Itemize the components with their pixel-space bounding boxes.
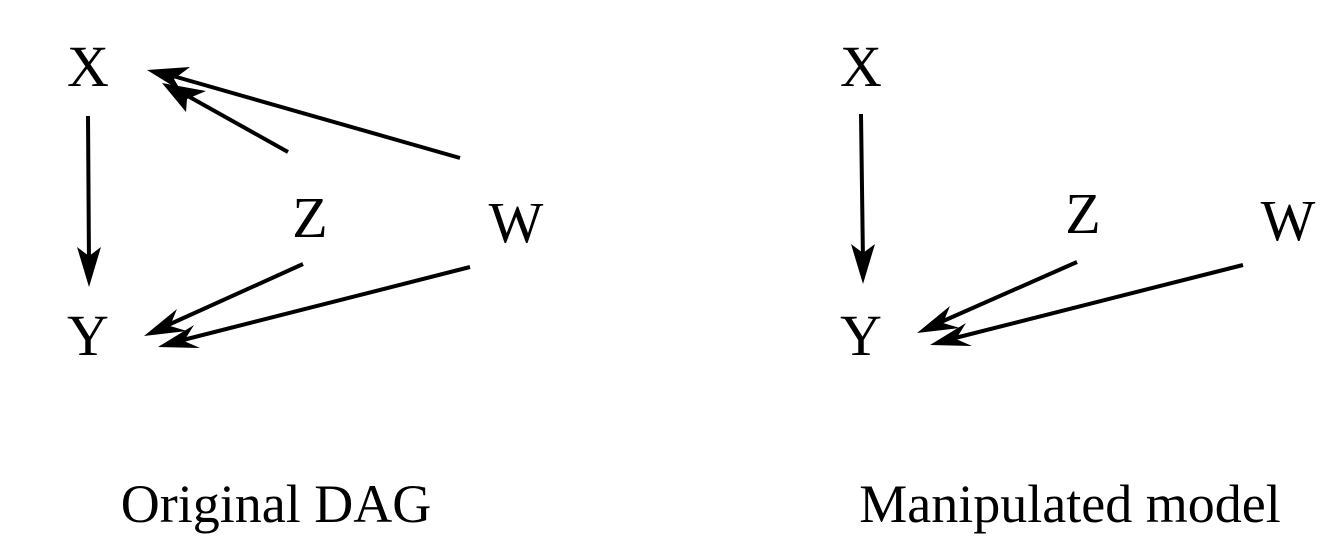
node-w: W: [1261, 188, 1316, 253]
node-y: Y: [840, 303, 882, 368]
node-z: Z: [1065, 181, 1100, 246]
edge-w-to-x: [147, 67, 461, 160]
edge-w-to-y: [158, 265, 471, 348]
node-x: X: [840, 34, 882, 99]
edge-z-to-y: [917, 260, 1078, 333]
edge-x-to-y: [77, 115, 101, 287]
edge-z-to-y: [144, 262, 304, 336]
edge-w-to-y: [930, 263, 1244, 346]
node-x: X: [67, 34, 109, 99]
original-dag-diagram: X Y Z W Original DAG: [67, 34, 544, 534]
node-z: Z: [292, 185, 327, 250]
edge-x-to-y: [851, 113, 875, 284]
edge-z-to-x: [162, 83, 289, 154]
manipulated-model-diagram: X Y Z W Manipulated model: [840, 34, 1316, 534]
original-dag-caption: Original DAG: [121, 474, 431, 534]
manipulated-model-caption: Manipulated model: [859, 474, 1280, 534]
node-y: Y: [67, 303, 109, 368]
node-w: W: [489, 190, 544, 255]
